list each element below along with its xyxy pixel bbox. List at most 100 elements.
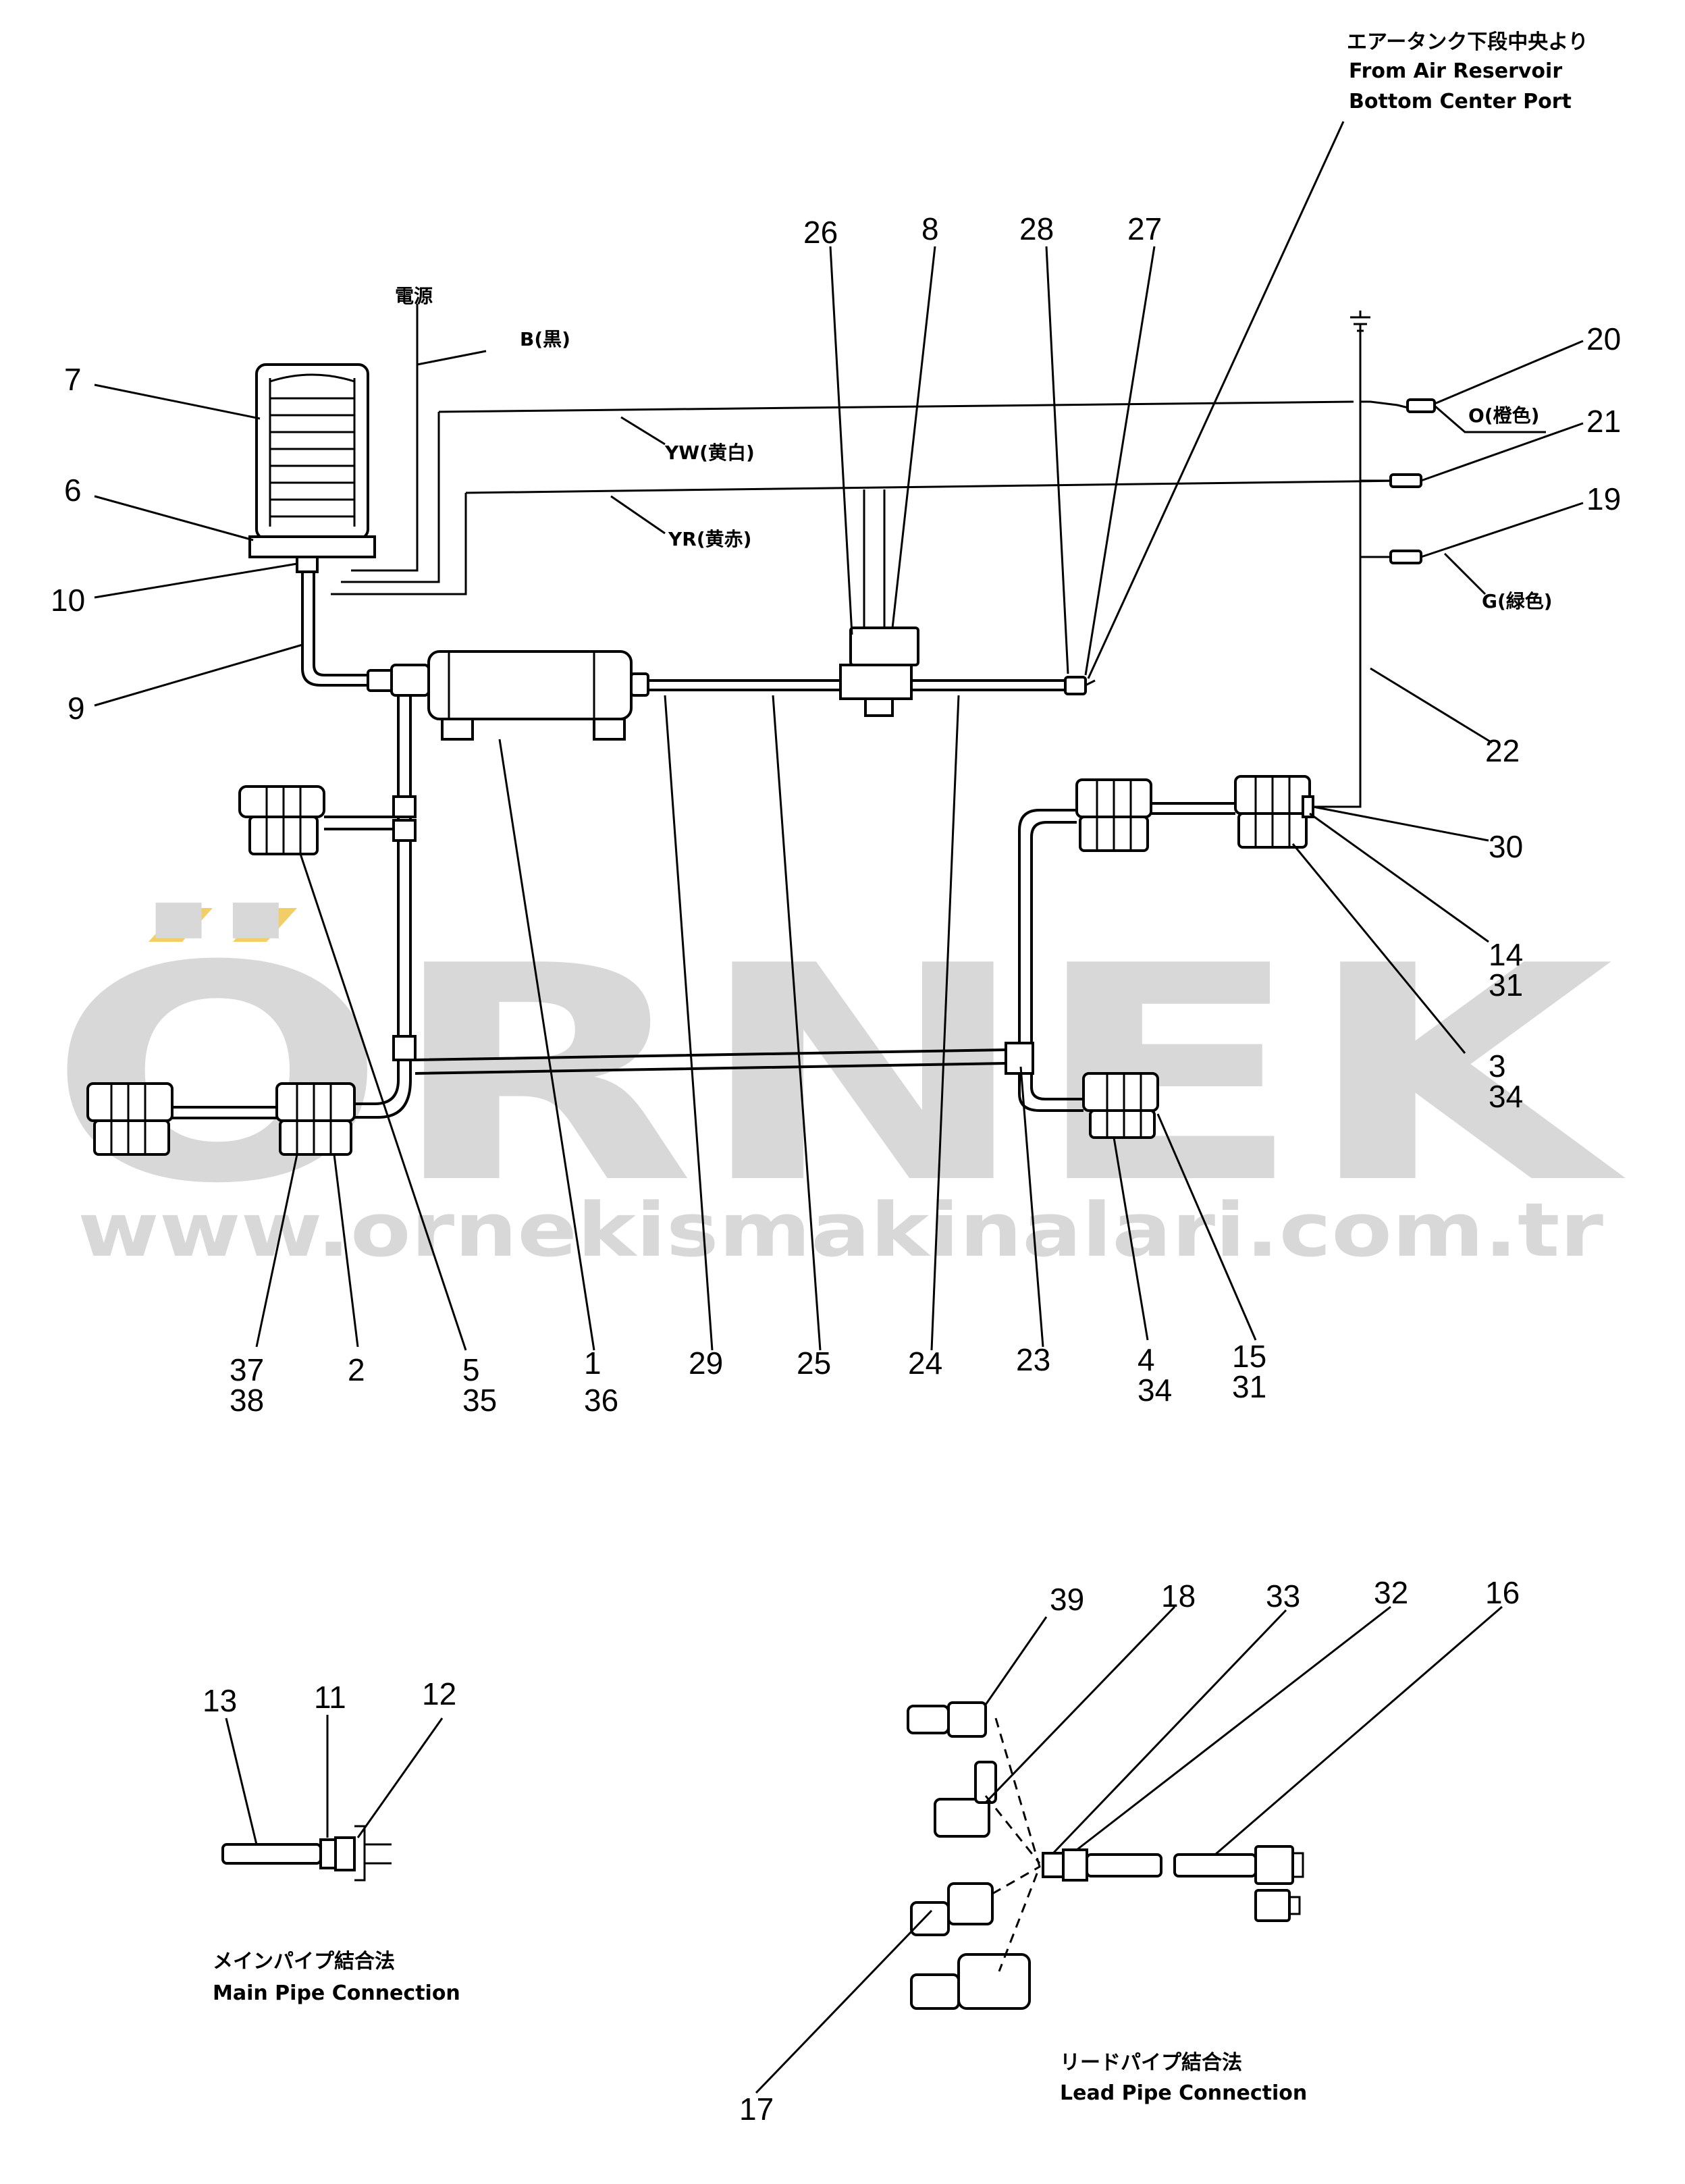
relay-valve-port bbox=[864, 697, 894, 717]
watermark-brand: ÖRNEK bbox=[47, 900, 1628, 1249]
watermark-accent-right bbox=[233, 908, 297, 942]
callout-12: 12 bbox=[422, 1676, 456, 1711]
callout-30: 30 bbox=[1489, 829, 1523, 864]
callout-24: 24 bbox=[908, 1346, 942, 1381]
callout-16: 16 bbox=[1485, 1575, 1520, 1610]
callout-5: 5 bbox=[462, 1352, 480, 1387]
air-source-note-jp: エアータンク下段中央より bbox=[1347, 30, 1588, 54]
nut-32 bbox=[1062, 1848, 1088, 1882]
callout-29: 29 bbox=[689, 1346, 723, 1381]
callout-36: 36 bbox=[584, 1383, 618, 1418]
callout-38: 38 bbox=[230, 1383, 264, 1418]
callout-34-lower: 34 bbox=[1138, 1373, 1172, 1408]
sleeve-12 bbox=[334, 1836, 356, 1871]
pipe-13 bbox=[221, 1843, 322, 1865]
wire-label-b: B(黒) bbox=[520, 328, 570, 350]
elbow-17 bbox=[947, 1882, 994, 1925]
connector-20 bbox=[1406, 398, 1436, 413]
callout-2: 2 bbox=[348, 1352, 365, 1387]
leader-lines bbox=[94, 121, 1584, 1351]
valve-upper-right-a bbox=[1075, 778, 1152, 852]
wiring-harness: B(黒) 電源 YW(黄白) YR(黄赤) O(橙色) G(緑色) bbox=[331, 285, 1553, 808]
filter-element bbox=[269, 373, 356, 527]
watermark: ÖRNEK www.ornekismakinalari.com.tr bbox=[47, 900, 1628, 1274]
callout-31-lower: 31 bbox=[1232, 1369, 1266, 1404]
callout-22: 22 bbox=[1485, 733, 1520, 768]
air-source-note-en-line2: Bottom Center Port bbox=[1349, 90, 1572, 113]
callout-26: 26 bbox=[803, 215, 838, 250]
wire-label-o: O(橙色) bbox=[1468, 404, 1539, 427]
main-assembly bbox=[86, 363, 1314, 1156]
sleeve-33 bbox=[1042, 1852, 1065, 1878]
callout-17: 17 bbox=[739, 2092, 774, 2127]
callout-28: 28 bbox=[1019, 211, 1054, 246]
callout-1: 1 bbox=[584, 1346, 601, 1381]
callout-21: 21 bbox=[1586, 404, 1621, 439]
watermark-url: www.ornekismakinalari.com.tr bbox=[78, 1187, 1603, 1273]
lead-pipe-title-jp: リードパイプ結合法 bbox=[1060, 2051, 1242, 2075]
valve-3 bbox=[1234, 775, 1311, 849]
callout-7: 7 bbox=[64, 362, 82, 397]
callout-10: 10 bbox=[51, 583, 85, 618]
callout-25: 25 bbox=[797, 1346, 831, 1381]
callout-6: 6 bbox=[64, 473, 82, 508]
wire-label-yw: YW(黄白) bbox=[664, 442, 755, 464]
callout-8: 8 bbox=[921, 211, 939, 246]
callout-23: 23 bbox=[1016, 1342, 1050, 1377]
lead-pipe-connection-detail: 39 18 33 32 16 17 リードパイプ結合法 Lead Pipe Co… bbox=[739, 1575, 1520, 2127]
tee-23 bbox=[1005, 1042, 1034, 1075]
main-pipe-connection-detail: 13 11 12 メインパイプ結合法 Main Pipe Connection bbox=[203, 1676, 460, 2005]
connector-19 bbox=[1389, 550, 1422, 564]
tee-fitting bbox=[390, 664, 430, 697]
valve-4 bbox=[1082, 1072, 1159, 1139]
callout-35: 35 bbox=[462, 1383, 497, 1418]
lead-pipe-title-en: Lead Pipe Connection bbox=[1060, 2081, 1307, 2105]
callout-37: 37 bbox=[230, 1352, 264, 1387]
wire-label-g: G(緑色) bbox=[1482, 590, 1553, 612]
callout-19: 19 bbox=[1586, 481, 1621, 516]
tee-upper bbox=[392, 795, 417, 818]
callout-9: 9 bbox=[68, 691, 85, 726]
valve-5 bbox=[238, 785, 325, 855]
lead-pipe bbox=[1086, 1853, 1162, 1877]
fitting-bottom bbox=[957, 1953, 1031, 2010]
callout-32: 32 bbox=[1374, 1575, 1408, 1610]
callout-27: 27 bbox=[1127, 211, 1162, 246]
callout-20: 20 bbox=[1586, 321, 1621, 356]
wire-label-top: 電源 bbox=[395, 285, 433, 307]
callout-3: 3 bbox=[1489, 1048, 1506, 1084]
relay-valve-8 bbox=[849, 627, 919, 666]
callout-31-upper: 31 bbox=[1489, 967, 1523, 1003]
callout-34-upper: 34 bbox=[1489, 1079, 1523, 1114]
valve-37 bbox=[86, 1082, 173, 1156]
air-cylinder-1 bbox=[427, 650, 633, 720]
callout-18: 18 bbox=[1161, 1578, 1196, 1614]
air-source-note-en-line1: From Air Reservoir bbox=[1349, 59, 1562, 83]
fitting-27 bbox=[1064, 676, 1087, 695]
pipe-16 bbox=[1173, 1853, 1257, 1877]
callout-14: 14 bbox=[1489, 937, 1523, 972]
watermark-accent-left bbox=[149, 908, 213, 942]
nut-11 bbox=[319, 1838, 337, 1869]
valve-2 bbox=[275, 1082, 356, 1156]
air-filter-body bbox=[255, 363, 369, 540]
callout-4: 4 bbox=[1138, 1342, 1155, 1377]
cylinder-mount-left bbox=[441, 718, 474, 741]
relay-valve-body bbox=[839, 664, 913, 700]
main-pipe-title-en: Main Pipe Connection bbox=[213, 1981, 460, 2005]
callout-39: 39 bbox=[1050, 1582, 1084, 1617]
connector-21 bbox=[1389, 473, 1422, 488]
cylinder-mount-right bbox=[593, 718, 626, 741]
air-source-note: エアータンク下段中央より From Air Reservoir Bottom C… bbox=[1347, 30, 1588, 113]
callout-13: 13 bbox=[203, 1683, 237, 1718]
main-pipe-title-jp: メインパイプ結合法 bbox=[213, 1950, 395, 1973]
callout-11: 11 bbox=[314, 1680, 346, 1715]
fitting-39 bbox=[907, 1705, 950, 1734]
callout-33: 33 bbox=[1266, 1578, 1300, 1614]
callouts-main: 7 6 10 9 26 8 28 27 20 21 19 22 30 14 31… bbox=[51, 211, 1621, 1418]
elbow-18 bbox=[934, 1798, 990, 1838]
air-filter-base bbox=[248, 535, 376, 558]
wire-label-yr: YR(黄赤) bbox=[668, 528, 751, 550]
drain-valve-10 bbox=[296, 556, 319, 573]
